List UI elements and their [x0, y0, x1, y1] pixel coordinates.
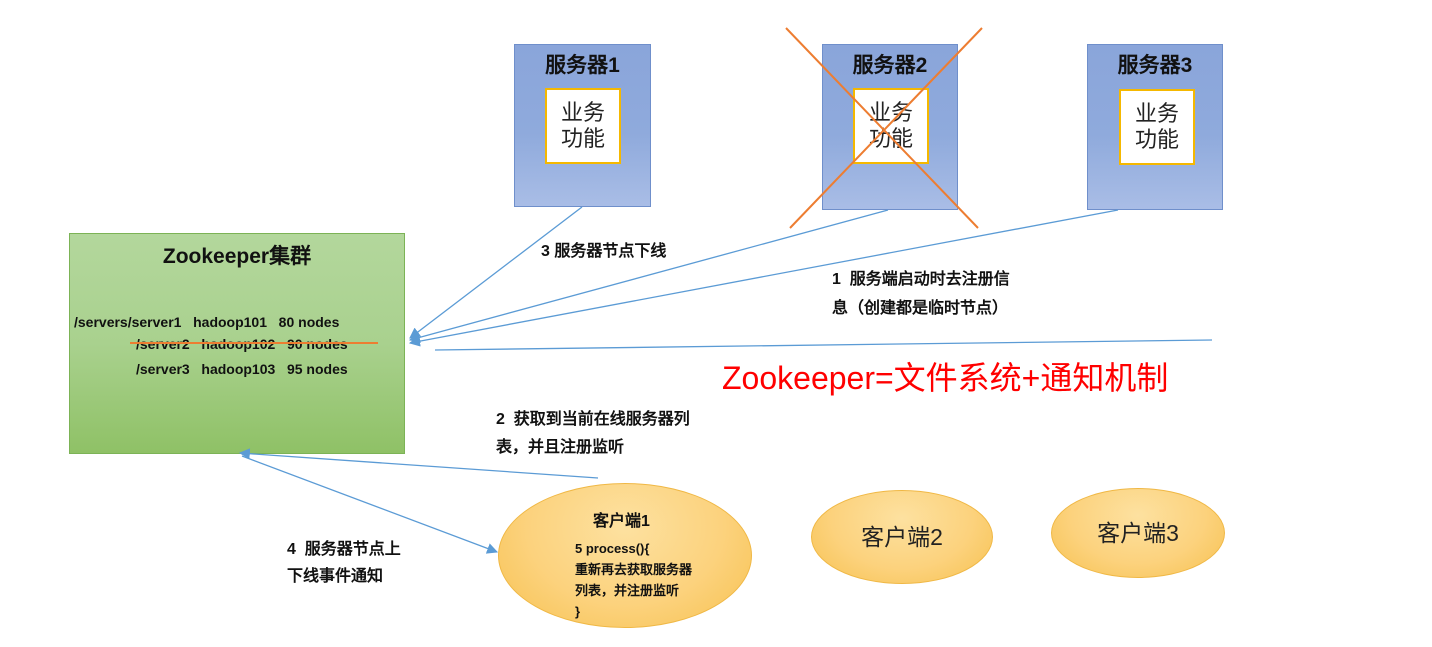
server-1-function-line-1: 业务 — [560, 100, 605, 125]
cluster-title: Zookeeper集群 — [162, 245, 312, 268]
server-3-box: 服务器3 业务 功能 — [1087, 44, 1223, 210]
cluster-row-server3: /server3 hadoop103 95 nodes — [136, 361, 348, 377]
step-1-label-line-1: 1 服务端启动时去注册信 — [832, 271, 1010, 288]
server-3-function-line-1: 业务 — [1134, 101, 1179, 126]
server-1-function-box: 业务 功能 — [545, 88, 621, 164]
server-2-function-line-1: 业务 — [868, 100, 913, 125]
server-3-title: 服务器3 — [1117, 54, 1193, 77]
client-1-code-line-2: 重新再去获取服务器 — [575, 562, 693, 577]
client-3-title: 客户端3 — [1097, 520, 1179, 546]
step-4-label-line-2: 下线事件通知 — [287, 568, 384, 585]
client-3-ellipse: 客户端3 — [1051, 488, 1225, 578]
step-2-label-line-2: 表，并且注册监听 — [496, 439, 625, 456]
client-1-code-line-3: 列表，并注册监听 — [575, 583, 680, 598]
arrow-cluster-to-client1 — [241, 455, 499, 554]
server-2-function-line-2: 功能 — [868, 126, 913, 151]
zookeeper-cluster-box: Zookeeper集群 /servers/server1 hadoop101 8… — [69, 233, 405, 454]
cluster-row-server2: /server2 hadoop102 90 nodes — [136, 336, 348, 352]
server-2-title: 服务器2 — [852, 54, 928, 77]
arrow-server3-to-cluster — [408, 209, 1119, 347]
step-1-label-line-2: 息（创建都是临时节点） — [832, 300, 1009, 317]
server-2-box: 服务器2 业务 功能 — [822, 44, 958, 210]
server-3-function-line-2: 功能 — [1134, 127, 1179, 152]
server-2-function-box: 业务 功能 — [853, 88, 929, 164]
client-2-title: 客户端2 — [861, 524, 943, 550]
server-1-function-line-2: 功能 — [560, 126, 605, 151]
arrow-server1-to-cluster — [409, 206, 583, 339]
divider-line — [434, 339, 1213, 351]
client-1-code-line-1: 5 process(){ — [575, 541, 650, 556]
arrow-server2-to-cluster — [408, 209, 889, 343]
server-1-box: 服务器1 业务 功能 — [514, 44, 651, 207]
server-1-title: 服务器1 — [545, 54, 620, 77]
client-2-ellipse: 客户端2 — [811, 490, 993, 584]
step-4-label-line-1: 4 服务器节点上 — [287, 541, 401, 558]
client-1-ellipse: 客户端1 5 process(){ 重新再去获取服务器 列表，并注册监听 } — [498, 483, 752, 628]
server-3-function-box: 业务 功能 — [1119, 89, 1195, 165]
step-3-label: 3 服务器节点下线 — [541, 243, 667, 260]
headline-formula: Zookeeper=文件系统+通知机制 — [722, 360, 1169, 396]
cluster-row-server1: /servers/server1 hadoop101 80 nodes — [74, 314, 340, 330]
client-1-code-line-4: } — [575, 604, 581, 619]
step-2-label-line-1: 2 获取到当前在线服务器列 — [496, 411, 690, 428]
client-1-title: 客户端1 — [593, 513, 650, 530]
